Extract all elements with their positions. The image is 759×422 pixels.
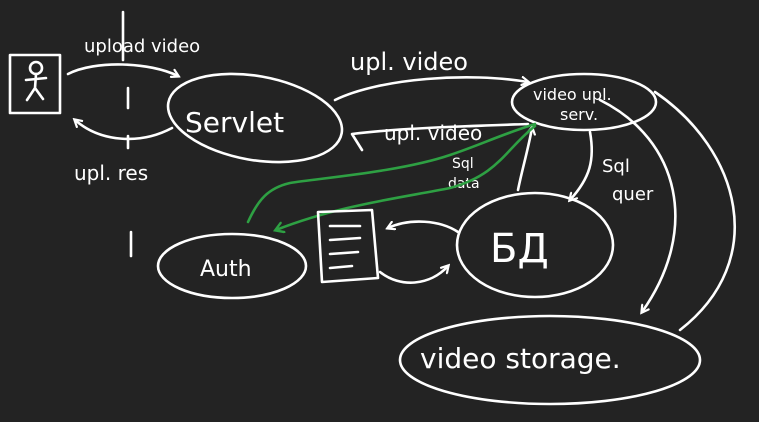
stick-figure-icon <box>24 60 48 102</box>
upload-video-label: upload video <box>84 36 200 57</box>
auth-check-arrow <box>276 124 537 230</box>
servlet-node: Servlet <box>166 72 344 164</box>
servlet-label: Servlet <box>185 106 284 139</box>
auth-ellipse <box>156 232 308 300</box>
upl-video-arrow <box>333 77 528 102</box>
upl-video-label: upl. video <box>350 48 468 76</box>
sql-query-label-line1: Sql <box>602 156 630 177</box>
sql-data-arrow <box>516 128 532 192</box>
document-to-db-arrow <box>378 266 448 284</box>
upload-service-ellipse <box>510 72 658 132</box>
auth-check-path <box>246 122 537 224</box>
document-icon <box>316 208 380 284</box>
auth-node: Auth <box>156 232 308 300</box>
upl-res-label: upl. res <box>74 161 148 185</box>
to-storage-arrow-inner <box>598 98 677 312</box>
upload-service-label-line2: serv. <box>560 105 598 124</box>
servlet-ellipse <box>166 72 344 164</box>
storage-node: video storage. <box>398 314 702 406</box>
sql-query-label-line2: quer <box>612 184 654 205</box>
storage-label: video storage. <box>420 342 621 375</box>
database-ellipse <box>455 191 615 299</box>
auth-label: Auth <box>200 257 252 282</box>
sql-data-label-line1: Sql <box>452 156 474 172</box>
upload-service-label-line1: video upl. <box>533 85 612 104</box>
upl-video-return-arrow <box>350 122 530 152</box>
database-node: БД <box>455 191 615 299</box>
upl-res-arrow <box>75 120 174 141</box>
upload-service-node: video upl. serv. <box>510 72 658 132</box>
database-label: БД <box>490 226 549 272</box>
user-box <box>8 53 62 115</box>
upload-video-arrow <box>66 63 178 76</box>
db-to-document-arrow <box>388 220 460 234</box>
to-storage-arrow-outer <box>653 90 737 332</box>
sql-query-arrow <box>570 130 594 200</box>
storage-ellipse <box>398 314 702 406</box>
boundary-line <box>121 10 133 258</box>
upl-video-return-label: upl. video <box>384 121 482 145</box>
user-node <box>8 53 62 115</box>
